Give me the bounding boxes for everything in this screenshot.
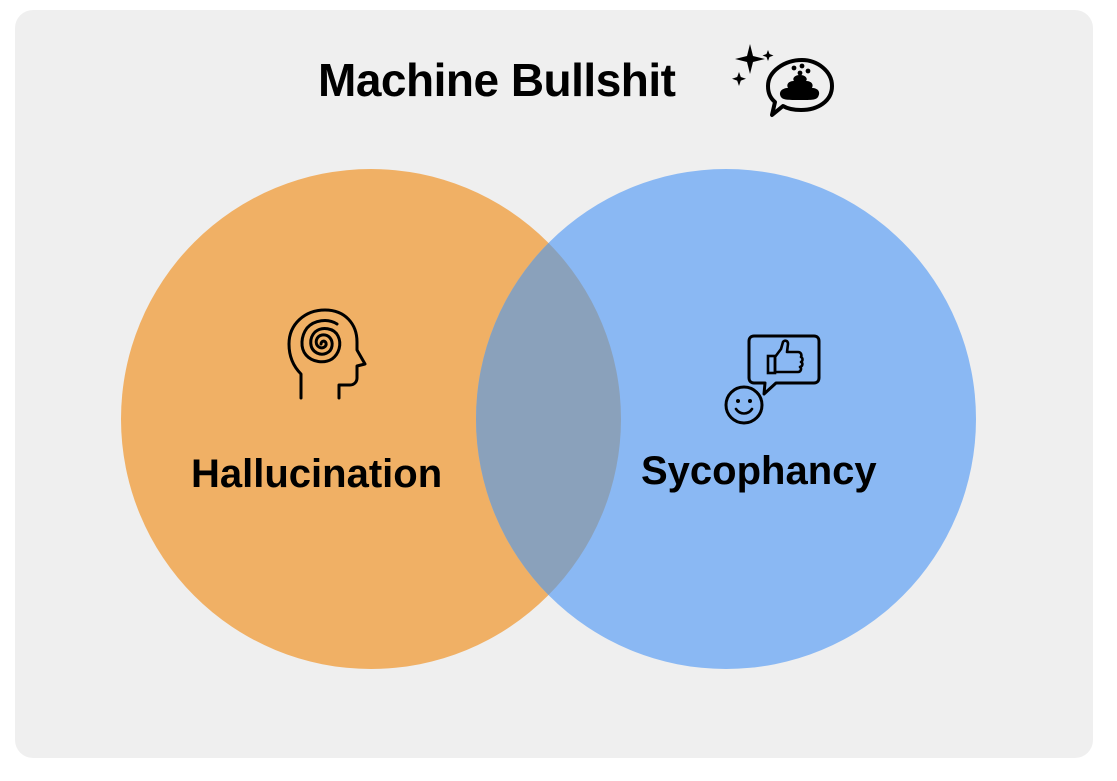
hallucination-circle: [121, 169, 621, 669]
diagram-title: Machine Bullshit: [318, 54, 676, 106]
thumbs-up-smiley-icon: [724, 334, 821, 425]
sparkles-speech-bubble-poop-icon: [732, 44, 834, 117]
hallucination-label: Hallucination: [191, 452, 443, 496]
sycophancy-label: Sycophancy: [641, 449, 877, 493]
sycophancy-circle: [476, 169, 976, 669]
spiral-head-icon: [287, 308, 367, 400]
